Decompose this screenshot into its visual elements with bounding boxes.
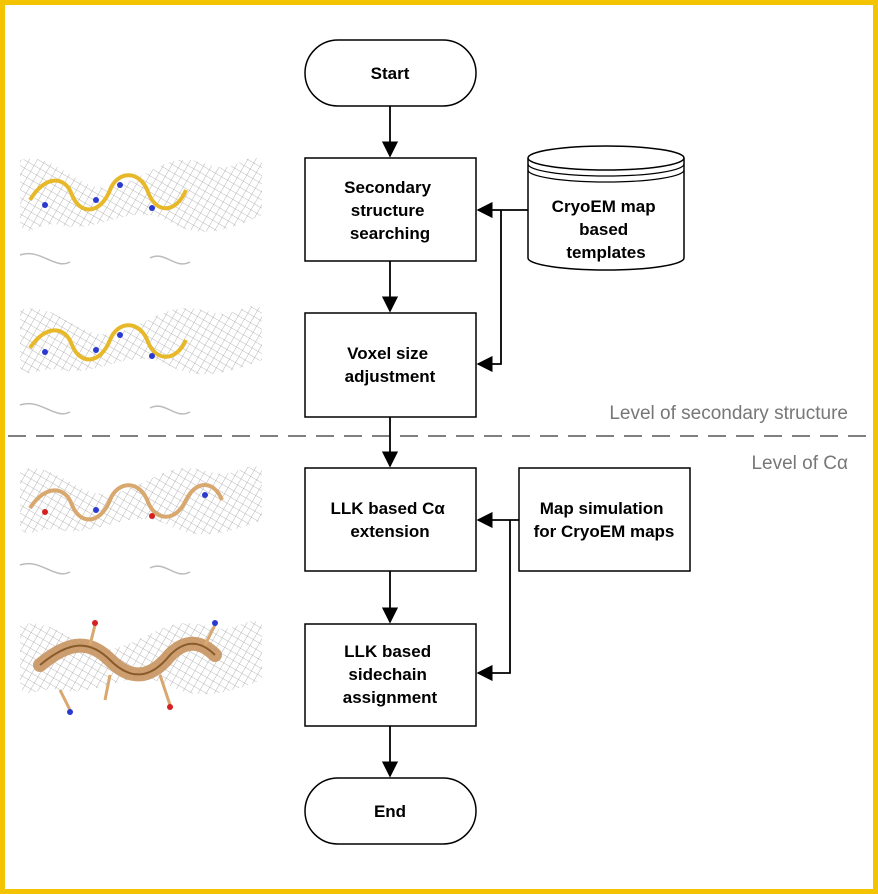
secondary-structure-search-box (304, 157, 477, 262)
voxel-size-label: Voxel size adjustment (345, 344, 436, 386)
end-label: End (374, 802, 406, 821)
start-node (304, 39, 477, 107)
level-label-ca: Level of Cα (751, 453, 848, 474)
end-node (304, 777, 477, 845)
level-label-secondary: Level of secondary structure (609, 403, 848, 424)
structure-image-2 (19, 306, 262, 415)
llk-sidechain-label: LLK based sidechain assignment (343, 642, 438, 707)
map-simulation-box (518, 467, 691, 572)
structure-image-1 (19, 157, 262, 265)
llk-ca-extension-label: LLK based Cα extension (330, 499, 449, 541)
llk-ca-extension-box (304, 467, 477, 572)
templates-label: CryoEM map based templates (552, 197, 661, 262)
secondary-structure-search-label: Secondary structure searching (344, 178, 436, 243)
structure-image-3 (19, 466, 262, 575)
llk-sidechain-box (304, 623, 477, 727)
map-simulation-label: Map simulation for CryoEM maps (534, 499, 675, 541)
start-label: Start (371, 64, 410, 83)
voxel-size-box (304, 312, 477, 418)
templates-database-node (527, 145, 685, 271)
structure-image-4 (20, 620, 262, 715)
connectors (381, 106, 528, 778)
